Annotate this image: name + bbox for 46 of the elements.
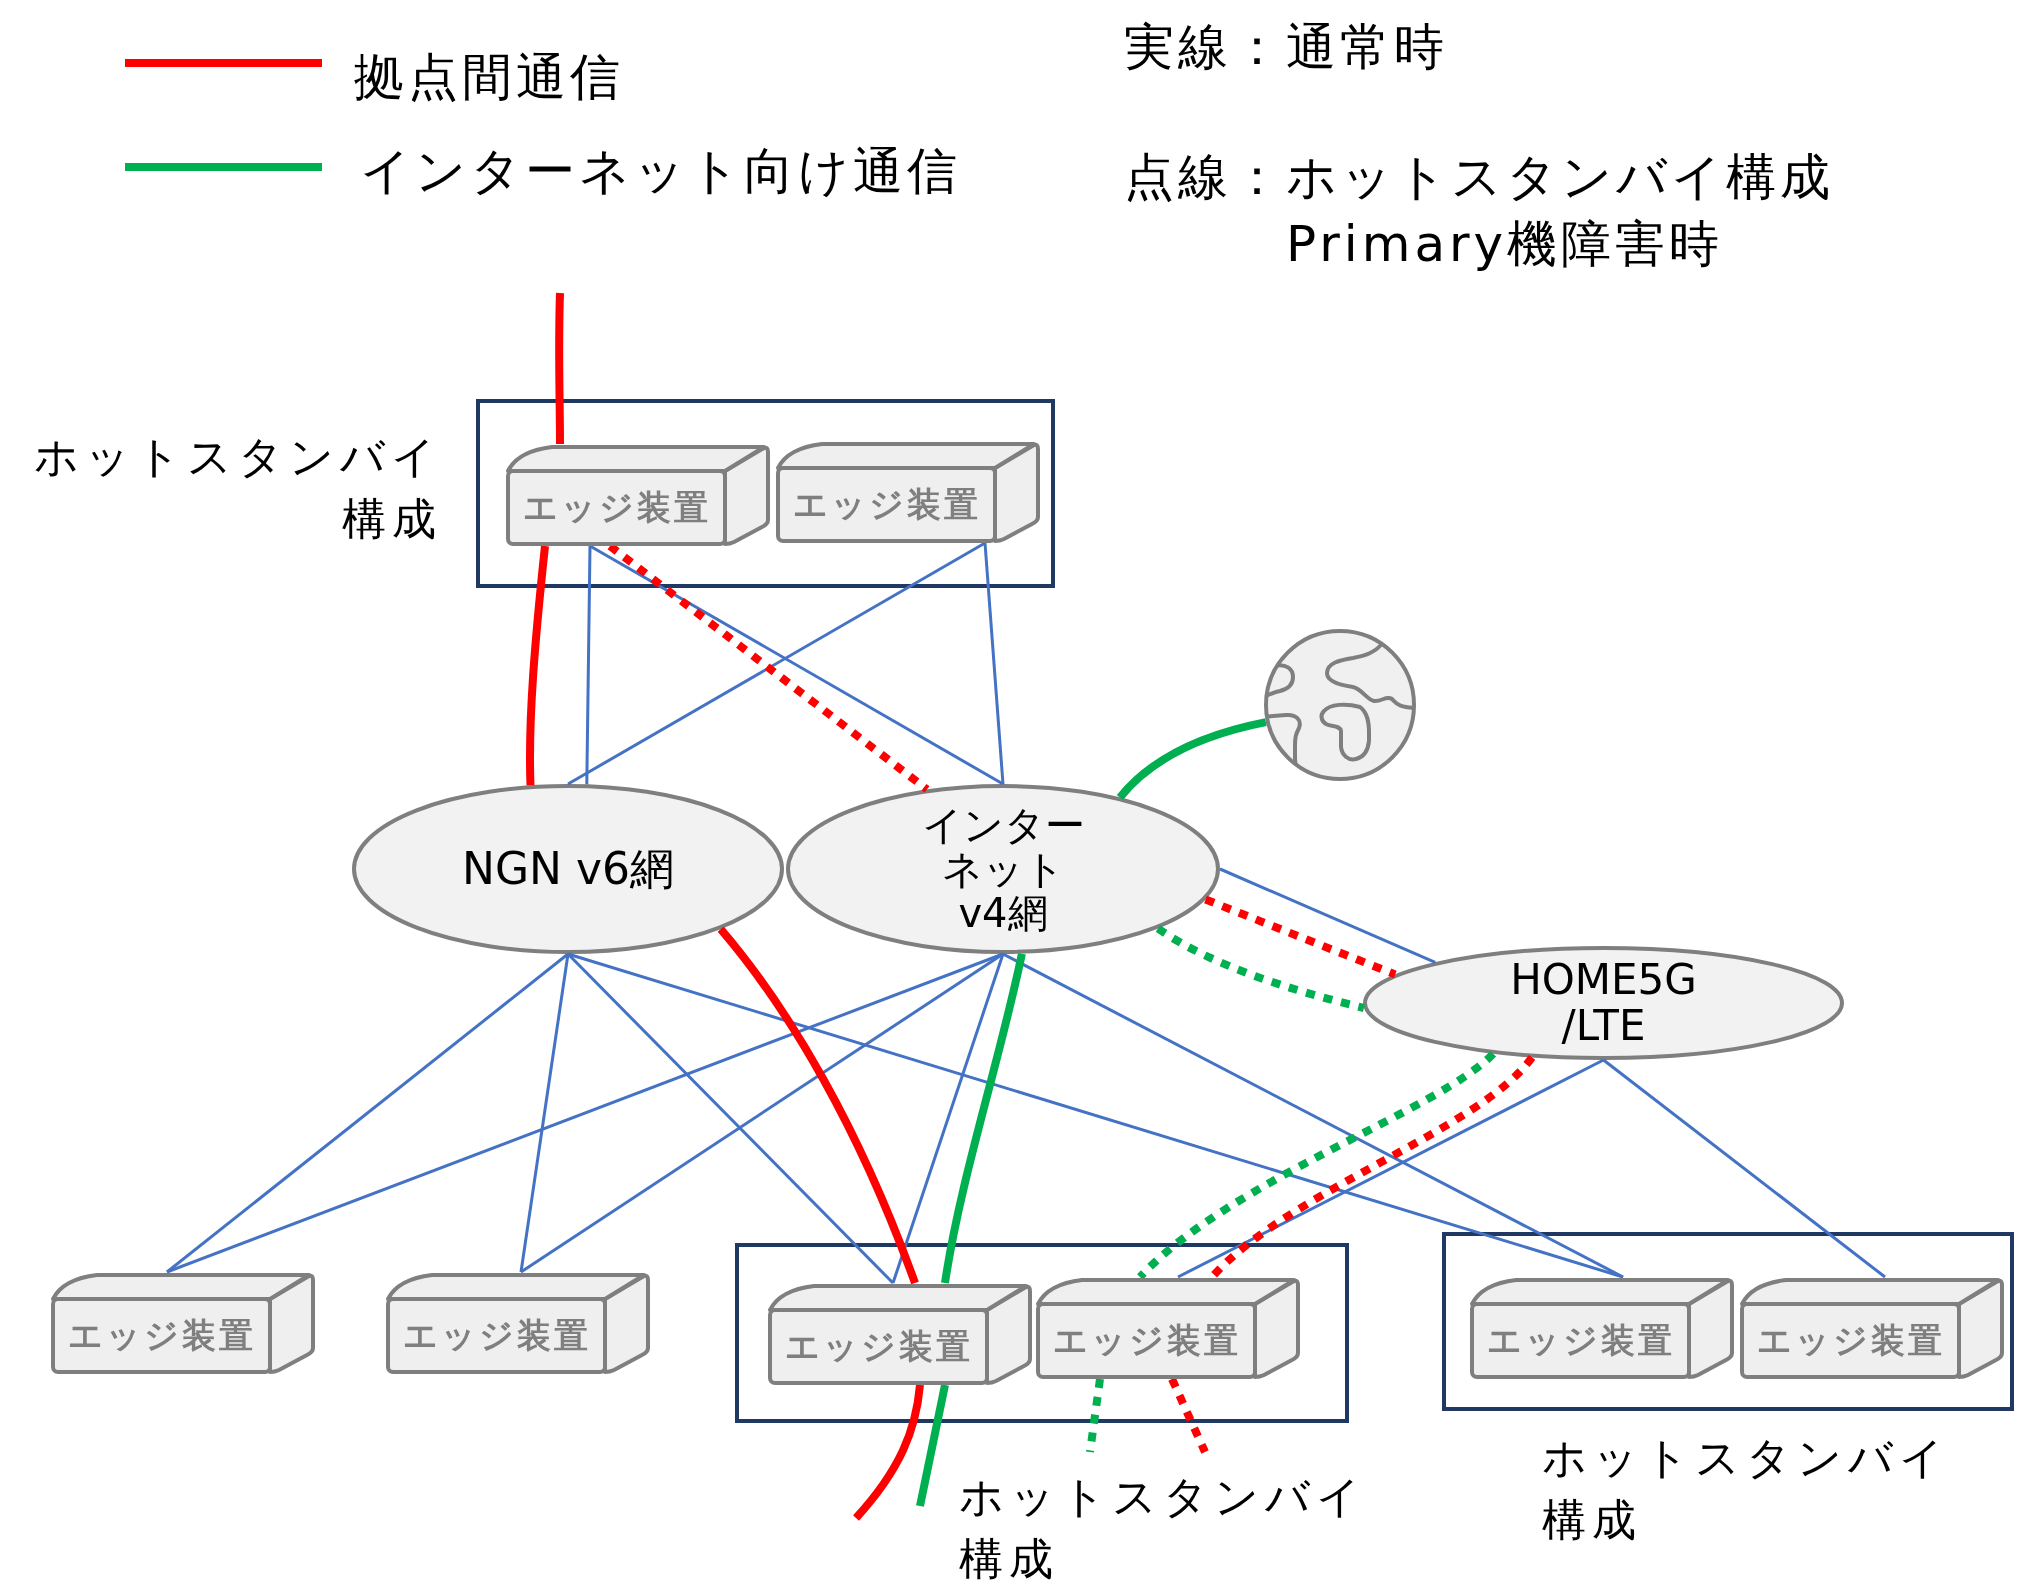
network-label: HOME5G /LTE bbox=[1509, 956, 1698, 1050]
group-label: ホットスタンバイ構成 bbox=[1542, 1431, 1951, 1547]
note-text: 実線：通常時 bbox=[1124, 17, 1448, 78]
legend-text: 拠点間通信 bbox=[354, 47, 624, 107]
note-text: 点線：ホットスタンバイ構成Primary機障害時 bbox=[1124, 147, 1835, 275]
link-line bbox=[1602, 1058, 1886, 1279]
link-line bbox=[166, 952, 569, 1274]
link-line bbox=[1002, 952, 1624, 1279]
network-ellipse bbox=[352, 784, 784, 954]
device-label: エッジ装置 bbox=[792, 485, 981, 524]
network-ellipse bbox=[786, 784, 1220, 954]
link-line bbox=[891, 953, 1005, 1284]
dotted-route-line bbox=[1204, 895, 1397, 979]
network-label: NGN v6網 bbox=[462, 844, 674, 894]
globe-icon bbox=[1264, 629, 1416, 781]
device-label: エッジ装置 bbox=[67, 1316, 256, 1355]
link-line bbox=[1219, 867, 1436, 964]
dotted-route-line bbox=[1209, 1054, 1535, 1280]
device-label: エッジ装置 bbox=[1756, 1321, 1945, 1360]
dotted-route-line bbox=[1155, 925, 1365, 1012]
link-line bbox=[1177, 1058, 1605, 1279]
device-label: エッジ装置 bbox=[522, 488, 711, 527]
group-label: ホットスタンバイ構成 bbox=[959, 1470, 1368, 1586]
legend-text: インターネット向け通信 bbox=[360, 141, 961, 201]
device-label: エッジ装置 bbox=[1052, 1321, 1241, 1360]
route-line bbox=[1116, 718, 1267, 801]
route-line bbox=[526, 545, 549, 786]
route-line bbox=[853, 1384, 924, 1521]
link-line bbox=[520, 952, 1004, 1274]
device-label: エッジ装置 bbox=[402, 1316, 591, 1355]
route-line bbox=[717, 926, 919, 1285]
network-label: インターネットv4網 bbox=[921, 803, 1085, 935]
link-line bbox=[166, 952, 1004, 1274]
link-line bbox=[567, 952, 1624, 1279]
link-line bbox=[983, 542, 1005, 785]
device-label: エッジ装置 bbox=[784, 1327, 973, 1366]
dotted-route-line bbox=[1086, 1378, 1104, 1453]
link-line bbox=[519, 953, 570, 1273]
dotted-route-line bbox=[1137, 1050, 1496, 1280]
device-label: エッジ装置 bbox=[1486, 1321, 1675, 1360]
route-line bbox=[916, 1384, 949, 1507]
dotted-route-line bbox=[1168, 1377, 1209, 1454]
group-label: ホットスタンバイ構成 bbox=[33, 430, 442, 546]
route-line bbox=[941, 952, 1026, 1284]
link-line bbox=[585, 545, 592, 785]
network-ellipse bbox=[1363, 946, 1844, 1060]
